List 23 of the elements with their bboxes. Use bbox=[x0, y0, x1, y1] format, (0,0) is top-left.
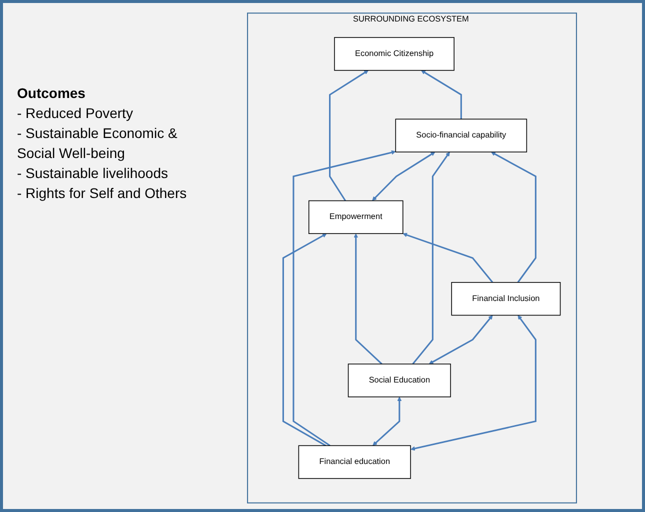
node-box: Empowerment bbox=[308, 200, 404, 234]
outcome-item: - Sustainable livelihoods bbox=[17, 164, 169, 183]
node-box: Financial education bbox=[298, 445, 411, 479]
outcome-item: - Sustainable Economic & Social Well-being bbox=[17, 124, 178, 163]
arrow bbox=[292, 150, 396, 446]
arrow bbox=[372, 396, 402, 446]
arrow bbox=[428, 315, 493, 364]
arrow bbox=[282, 233, 327, 446]
arrow bbox=[421, 70, 462, 120]
arrow bbox=[329, 70, 369, 202]
arrow bbox=[354, 233, 382, 365]
arrow bbox=[412, 152, 450, 364]
arrow bbox=[490, 152, 536, 283]
arrow bbox=[410, 315, 536, 451]
arrow bbox=[402, 232, 494, 283]
legend-heading: Outcomes bbox=[17, 84, 86, 103]
outcome-item: - Rights for Self and Others bbox=[17, 184, 187, 203]
arrow bbox=[372, 152, 436, 201]
node-box: Social Education bbox=[348, 364, 451, 398]
node-box: Financial Inclusion bbox=[451, 282, 561, 316]
node-box: Economic Citizenship bbox=[334, 37, 454, 71]
node-box: Socio-financial capability bbox=[395, 118, 528, 152]
outcome-item: - Reduced Poverty bbox=[17, 104, 134, 123]
